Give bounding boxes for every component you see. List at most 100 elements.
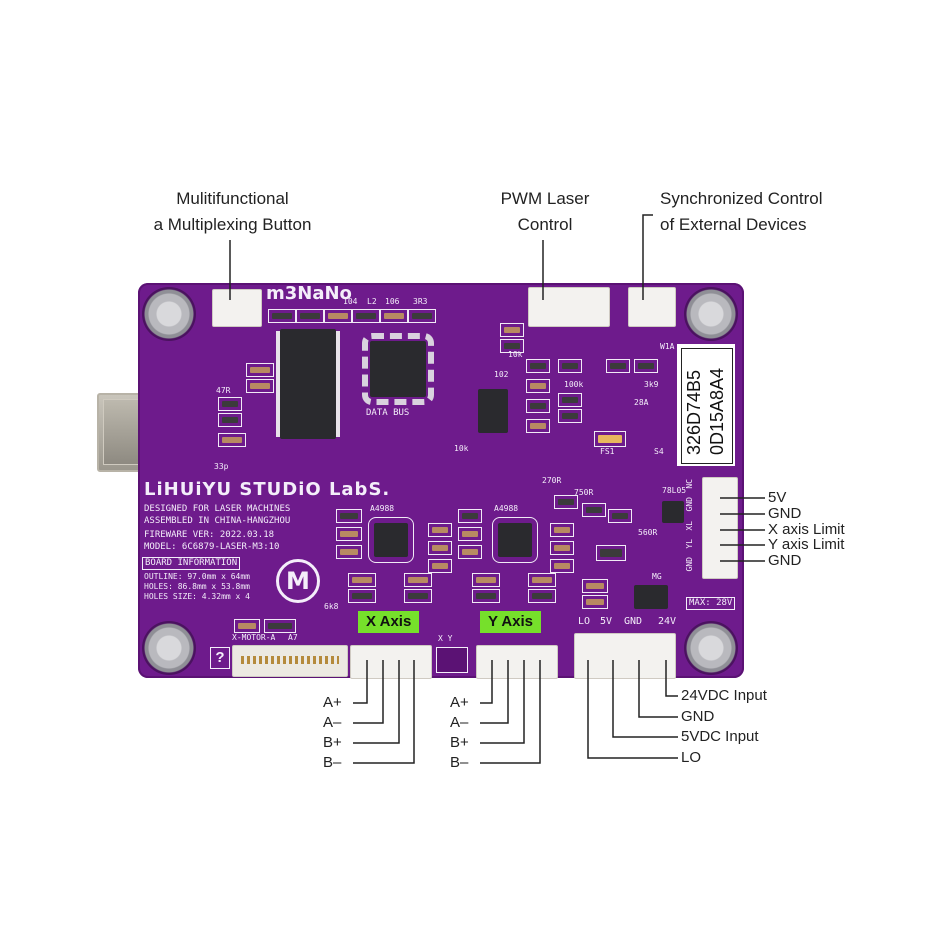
capacitor — [528, 573, 556, 587]
diode-mg — [634, 585, 668, 609]
x-pin-b-plus: B+ — [323, 734, 342, 751]
x-pin-a-plus: A+ — [323, 694, 342, 711]
limit-pin-gnd: GND — [768, 505, 802, 522]
capacitor — [428, 523, 452, 537]
silk-s4: S4 — [654, 447, 664, 456]
capacitor — [458, 509, 482, 523]
power-pin-lo: LO — [681, 749, 702, 766]
board-info-title: BOARD INFORMATION — [142, 557, 241, 570]
leader-y-a-minus — [480, 660, 509, 724]
y-pin-a-minus: A– — [450, 714, 469, 731]
y-pin-a-plus: A+ — [450, 694, 469, 711]
leader-y-b-minus — [480, 660, 541, 764]
silk-mg: MG — [652, 572, 662, 581]
max-voltage-label: MAX: 28V — [686, 597, 736, 610]
resistor — [608, 509, 632, 523]
resistor — [526, 419, 550, 433]
resistor — [558, 359, 582, 373]
leader-y-a-plus — [480, 660, 493, 704]
resistor — [296, 309, 324, 323]
resistor — [218, 413, 242, 427]
x-motor-connector — [350, 645, 432, 679]
voltage-regulator — [662, 501, 684, 523]
serial-number-frame: 326D74B5 0D15A8A4 — [681, 348, 733, 464]
callout-pwm-laser: PWM Laser Control — [482, 186, 608, 238]
xy-jumper — [436, 647, 468, 673]
silk-5v: 5V — [600, 616, 613, 627]
microcontroller-chip — [362, 333, 434, 405]
capacitor — [428, 559, 452, 573]
mounting-hole-bottom-right — [684, 621, 738, 675]
x-axis-tag: X Axis — [358, 611, 420, 633]
capacitor — [352, 309, 380, 323]
diode — [264, 619, 296, 633]
mounting-hole-top-left — [142, 287, 196, 341]
capacitor — [550, 523, 574, 537]
pcb-board: m3NaNo 104 L2 106 3R3 DATA BUS 10k 102 1… — [138, 283, 744, 679]
brand-name: LiHUiYU STUDiO LabS. — [144, 479, 391, 500]
resistor — [526, 399, 550, 413]
silk-28a: 28A — [634, 398, 649, 407]
silk-78l05: 78L05 — [662, 486, 687, 495]
help-mark: ? — [210, 647, 230, 669]
y-pin-b-minus: B– — [450, 754, 469, 771]
board-holes-size: HOLES SIZE: 4.32mm x 4 — [144, 592, 250, 601]
x-pin-b-minus: B– — [323, 754, 342, 771]
capacitor — [246, 379, 274, 393]
board-outline: OUTLINE: 97.0mm x 64mm — [144, 572, 250, 581]
leader-x-b-minus — [353, 660, 415, 764]
silk-fs1: FS1 — [600, 447, 615, 456]
capacitor — [348, 573, 376, 587]
xy-silk: X Y — [438, 634, 453, 643]
capacitor — [582, 579, 608, 593]
resistor — [268, 309, 296, 323]
silk-w1a: W1A — [660, 342, 675, 351]
capacitor — [428, 541, 452, 555]
pwm-laser-connector — [528, 287, 610, 327]
callout-line-1: PWM Laser — [500, 189, 590, 208]
leader-5vdc — [612, 660, 678, 738]
fuse — [594, 431, 626, 447]
callout-line-2: of External Devices — [660, 215, 807, 234]
ffc-connector — [232, 645, 348, 677]
leader-y-b-plus — [480, 660, 525, 744]
limit-pin-5v: 5V — [768, 489, 787, 506]
silk-l2: L2 — [367, 297, 377, 306]
callout-line-1: Mulitifunctional — [176, 189, 289, 208]
silk-24v: 24V — [658, 616, 677, 627]
callout-multiplexing-button: Mulitifunctional a Multiplexing Button — [130, 186, 335, 238]
silk-3k9: 3k9 — [644, 380, 659, 389]
capacitor — [550, 541, 574, 555]
model-number: MODEL: 6C6879-LASER-M3:10 — [144, 542, 280, 552]
mounting-hole-bottom-left — [142, 621, 196, 675]
resistor — [554, 495, 578, 509]
x-stepper-driver — [368, 517, 414, 563]
callout-sync-control: Synchronized Control of External Devices — [660, 186, 862, 238]
power-connector — [574, 633, 676, 679]
silk-lo: LO — [578, 616, 591, 627]
capacitor — [404, 573, 432, 587]
leader-x-a-plus — [353, 660, 368, 704]
silk-270r: 270R — [542, 476, 562, 485]
capacitor — [336, 545, 362, 559]
capacitor — [550, 559, 574, 573]
capacitor — [246, 363, 274, 377]
capacitor — [472, 573, 500, 587]
y-motor-connector — [476, 645, 558, 679]
capacitor — [472, 589, 500, 603]
capacitor — [404, 589, 432, 603]
resistor — [558, 409, 582, 423]
silk-106: 106 — [385, 297, 400, 306]
limit-pin-gnd-2: GND — [768, 552, 802, 569]
y-stepper-driver — [492, 517, 538, 563]
silk-3r3: 3R3 — [413, 297, 428, 306]
usb-serial-chip — [280, 329, 336, 439]
capacitor — [528, 589, 556, 603]
silk-560r: 560R — [638, 528, 658, 537]
mounting-hole-top-right — [684, 287, 738, 341]
brand-m-logo: M — [276, 559, 320, 603]
leader-lo — [587, 660, 678, 759]
silk-33p: 33p — [214, 462, 229, 471]
serial-number-sticker — [677, 344, 735, 466]
